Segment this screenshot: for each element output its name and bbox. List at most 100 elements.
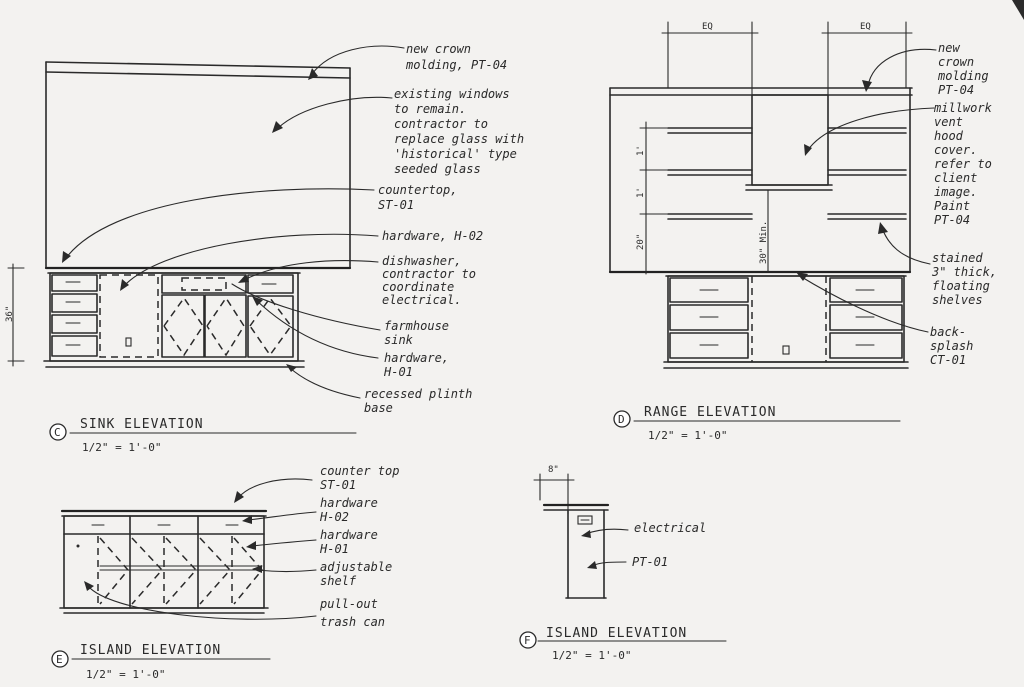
note-island-hardware-h01-line2: H-01 bbox=[319, 542, 349, 556]
sink-height-dimension: 36" bbox=[5, 306, 15, 322]
note-island-hardware-h02-line2: H-02 bbox=[319, 510, 349, 524]
note-crown-line2: molding, PT-04 bbox=[405, 58, 507, 72]
note-crown-line1: new crown bbox=[406, 42, 471, 56]
note-plinth-line1: recessed plinth bbox=[364, 387, 472, 401]
note-windows-line6: seeded glass bbox=[394, 162, 481, 176]
note-hardware-h02: hardware, H-02 bbox=[382, 229, 483, 243]
svg-text:dishwasher, contractor t: dishwasher, contractor to coordinate ele… bbox=[382, 254, 483, 307]
svg-text:existing windows to rema: existing windows to remain. contractor t… bbox=[394, 87, 531, 176]
range-shelf-dim-b: 1' bbox=[636, 187, 646, 198]
svg-text:stained 3" thick,: stained 3" thick, floating shelves bbox=[931, 251, 1004, 307]
note-shelves-line2: 3" thick, bbox=[931, 265, 997, 279]
range-elevation-tag: D bbox=[618, 413, 625, 426]
range-shelf-dim-a: 1' bbox=[636, 145, 646, 156]
note-hood-line4: cover. bbox=[934, 143, 977, 157]
note-sink-line1: farmhouse bbox=[384, 319, 449, 333]
note-hood-line8: Paint bbox=[934, 199, 970, 213]
island-f-tag: F bbox=[524, 634, 531, 647]
note-electrical: electrical bbox=[634, 521, 706, 535]
svg-text:millwork vent hood: millwork vent hood cover. refer to clien… bbox=[933, 101, 999, 227]
range-shelf-dim-c: 20" bbox=[636, 234, 646, 250]
note-hood-line2: vent bbox=[934, 115, 963, 129]
note-hood-line3: hood bbox=[934, 129, 964, 143]
note-windows-line2: to remain. bbox=[394, 102, 466, 116]
note-windows-line1: existing windows bbox=[394, 87, 510, 101]
range-elevation-scale: 1/2" = 1'-0" bbox=[648, 429, 727, 442]
island-e-scale: 1/2" = 1'-0" bbox=[86, 668, 165, 681]
island-f-title: ISLAND ELEVATION bbox=[546, 626, 687, 641]
note-paint-pt01: PT-01 bbox=[632, 555, 668, 569]
range-elevation-title: RANGE ELEVATION bbox=[644, 405, 776, 420]
note-hardware-h01-line1: hardware, bbox=[384, 351, 449, 365]
island-f-elevation-drawing: 8" bbox=[533, 465, 629, 599]
note-backsplash-line1: back- bbox=[930, 325, 966, 339]
svg-text:hardware,H-01: hardware,H-01 bbox=[383, 351, 449, 379]
range-min-dim: 30" Min. bbox=[759, 221, 769, 264]
range-eq-right: EQ bbox=[860, 22, 871, 32]
note-countertop-line1: countertop, bbox=[378, 183, 457, 197]
note-island-trash-line2: trash can bbox=[320, 615, 385, 629]
island-f-elevation-notes: electrical PT-01 bbox=[632, 521, 706, 569]
note-dishwasher-line2: contractor to bbox=[382, 267, 476, 281]
note-dishwasher-line1: dishwasher, bbox=[382, 254, 461, 268]
note-range-crown-line4: PT-04 bbox=[938, 83, 974, 97]
note-range-crown-line2: crown bbox=[938, 55, 974, 69]
island-e-elevation-drawing bbox=[59, 478, 317, 620]
note-windows-line4: replace glass with bbox=[394, 132, 524, 146]
note-island-countertop-line1: counter top bbox=[320, 464, 399, 478]
sink-elevation-notes: new crown molding, PT-04 existing windows… bbox=[364, 42, 531, 415]
note-backsplash-line3: CT-01 bbox=[930, 353, 966, 367]
note-dishwasher-line3: coordinate bbox=[382, 280, 454, 294]
svg-text:new crown molding: new crown molding PT-04 bbox=[937, 41, 996, 97]
range-elevation-notes: new crown molding PT-04 millwork vent ho… bbox=[930, 41, 1004, 367]
note-shelves-line3: floating bbox=[932, 279, 990, 293]
note-windows-line3: contractor to bbox=[394, 117, 488, 131]
range-elevation-title-block: D RANGE ELEVATION 1/2" = 1'-0" bbox=[613, 405, 901, 442]
island-e-title: ISLAND ELEVATION bbox=[80, 643, 221, 658]
note-island-shelf-line1: adjustable bbox=[320, 560, 392, 574]
note-windows-line5: 'historical' type bbox=[394, 147, 517, 161]
note-range-crown-line1: new bbox=[938, 41, 960, 55]
note-shelves-line4: shelves bbox=[932, 293, 983, 307]
note-hood-line6: client bbox=[934, 171, 977, 185]
note-shelves-line1: stained bbox=[932, 251, 983, 265]
island-f-scale: 1/2" = 1'-0" bbox=[552, 649, 631, 662]
note-sink-line2: sink bbox=[384, 333, 414, 347]
note-island-hardware-h02-line1: hardware bbox=[320, 496, 378, 510]
svg-text:countertop,ST-01: countertop,ST-01 bbox=[378, 183, 457, 212]
sink-elevation-title-block: C SINK ELEVATION 1/2" = 1'-0" bbox=[49, 417, 357, 454]
note-countertop-line2: ST-01 bbox=[378, 198, 414, 212]
sink-elevation-tag: C bbox=[54, 426, 61, 439]
svg-text:back- splash CT-01: back- splash CT-01 bbox=[930, 325, 981, 367]
note-hood-line7: image. bbox=[934, 185, 977, 199]
note-hood-line1: millwork bbox=[933, 101, 993, 115]
note-island-hardware-h01-line1: hardware bbox=[320, 528, 378, 542]
note-hood-line5: refer to bbox=[934, 157, 992, 171]
island-f-title-block: F ISLAND ELEVATION 1/2" = 1'-0" bbox=[519, 626, 727, 662]
note-island-shelf-line2: shelf bbox=[320, 574, 357, 588]
sink-elevation-scale: 1/2" = 1'-0" bbox=[82, 441, 161, 454]
note-hardware-h01-line2: H-01 bbox=[383, 365, 413, 379]
island-e-title-block: E ISLAND ELEVATION 1/2" = 1'-0" bbox=[51, 643, 271, 681]
sink-elevation-title: SINK ELEVATION bbox=[80, 417, 204, 432]
note-island-countertop-line2: ST-01 bbox=[320, 478, 356, 492]
note-range-crown-line3: molding bbox=[937, 69, 989, 83]
range-elevation-drawing: EQ EQ 1' 1' 20" 30" Min. bbox=[608, 21, 937, 369]
island-e-tag: E bbox=[56, 653, 63, 666]
sink-elevation-drawing: 36" bbox=[5, 45, 405, 399]
island-f-width-dimension: 8" bbox=[548, 465, 559, 475]
note-plinth-line2: base bbox=[364, 401, 393, 415]
note-backsplash-line2: splash bbox=[930, 339, 973, 353]
